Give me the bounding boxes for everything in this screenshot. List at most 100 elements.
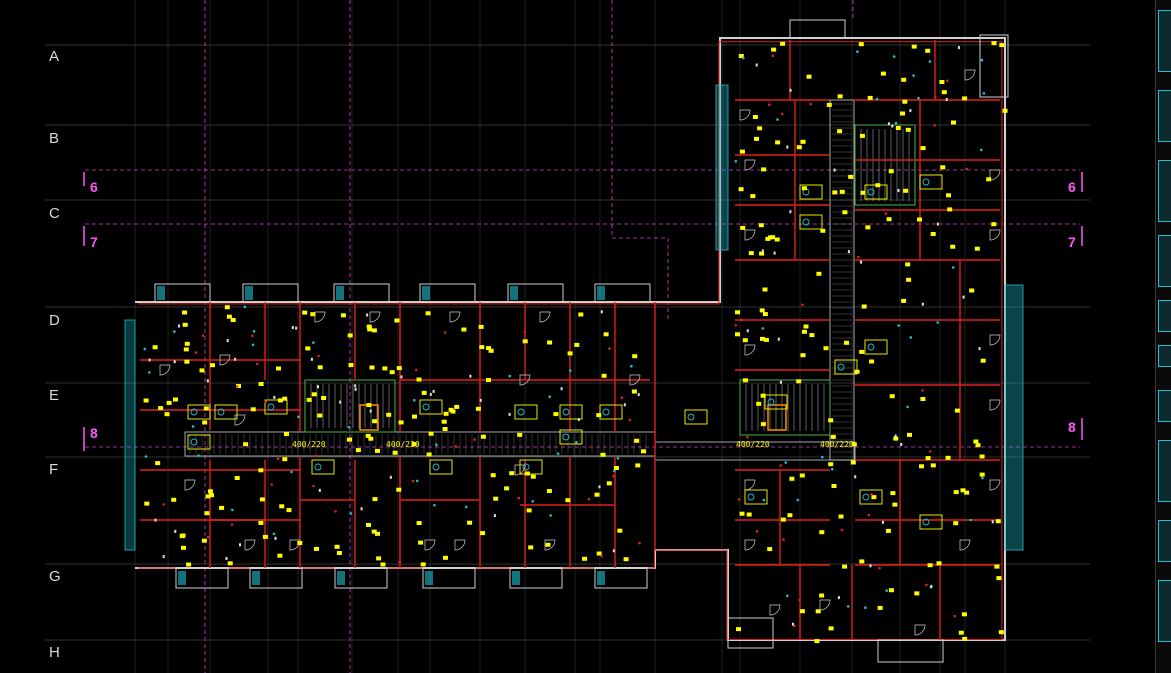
panel-tile[interactable] [1158, 345, 1171, 367]
room-label-mark [978, 347, 981, 351]
annotation-tag [762, 287, 768, 292]
fixture-toilet [802, 218, 810, 226]
door-swing [989, 399, 1001, 411]
symbol-dot [616, 457, 620, 460]
symbol-dot [884, 212, 888, 215]
symbol-dot [784, 461, 787, 464]
section-mark-6-left[interactable]: 6 [90, 179, 98, 195]
symbol-dot [980, 58, 984, 62]
annotation-tag [184, 359, 190, 364]
annotation-tag [524, 471, 530, 476]
annotation-tag [454, 404, 460, 409]
section-mark-6-right[interactable]: 6 [1068, 179, 1076, 195]
annotation-tag [826, 102, 832, 107]
annotation-tag [631, 389, 637, 394]
annotation-tag [880, 71, 886, 76]
panel-tile[interactable] [1158, 390, 1171, 422]
symbol-dot [771, 54, 775, 57]
balcony [877, 639, 944, 663]
room-label-mark [318, 488, 321, 492]
panel-tile[interactable] [1158, 10, 1171, 72]
room-label-mark [295, 326, 298, 330]
symbol-dot [945, 79, 949, 82]
panel-tile[interactable] [1158, 440, 1171, 502]
annotation-tag [875, 183, 881, 188]
room-label-mark [206, 379, 209, 383]
symbol-dot [867, 513, 871, 517]
symbol-dot [857, 255, 860, 259]
panel-tile[interactable] [1158, 580, 1171, 642]
balcony-fixture [512, 571, 520, 585]
annotation-tag [365, 433, 371, 438]
panel-tile[interactable] [1158, 90, 1171, 142]
balcony [507, 283, 564, 303]
annotation-tag [321, 396, 327, 400]
annotation-tag [426, 452, 432, 457]
room-label-mark [274, 536, 277, 540]
annotation-tag [839, 189, 845, 194]
panel-tile[interactable] [1158, 300, 1171, 332]
fixture-toilet [747, 493, 755, 501]
annotation-tag [871, 495, 877, 500]
annotation-tag [762, 312, 768, 317]
room-label-mark [369, 409, 372, 413]
annotation-tag [574, 342, 580, 347]
symbol-dot [231, 508, 234, 512]
bathroom-fixture [187, 404, 211, 420]
room-label-mark [854, 475, 857, 479]
annotation-tag [186, 562, 192, 567]
fixture-toilet [314, 463, 322, 471]
symbol-dot [235, 385, 239, 388]
annotation-tag [951, 120, 956, 125]
room-label-mark [360, 507, 363, 511]
stair-core [854, 124, 916, 206]
annotation-tag [906, 277, 912, 282]
section-mark-8-left[interactable]: 8 [90, 425, 98, 441]
symbol-dot [549, 514, 552, 517]
annotation-tag [475, 406, 481, 411]
room-label-mark [789, 210, 792, 214]
symbol-dot [798, 598, 801, 602]
symbol-dot [508, 374, 512, 378]
annotation-tag [411, 442, 417, 447]
lift-shaft [767, 404, 787, 431]
annotation-tag [171, 497, 177, 502]
section-mark-7-right[interactable]: 7 [1068, 234, 1076, 250]
panel-tile[interactable] [1158, 160, 1171, 222]
bathroom-fixture [834, 359, 858, 375]
annotation-tag [396, 487, 402, 492]
section-mark-7-left[interactable]: 7 [90, 234, 98, 250]
side-tool-panel[interactable] [1155, 0, 1171, 673]
symbol-dot [921, 389, 924, 392]
window-strip [1004, 284, 1024, 551]
bathroom-fixture [214, 404, 238, 420]
annotation-tag [974, 246, 980, 251]
annotation-tag [355, 448, 361, 453]
room-label-mark [234, 357, 237, 361]
annotation-tag [317, 365, 323, 370]
annotation-tag [478, 324, 484, 329]
panel-tile[interactable] [1158, 520, 1171, 562]
stair-core [739, 379, 831, 436]
annotation-tag [940, 165, 946, 170]
annotation-tag [739, 511, 745, 516]
annotation-tag [995, 519, 1001, 524]
door-swing [449, 311, 461, 323]
annotation-tag [441, 419, 447, 424]
annotation-tag [902, 99, 908, 104]
annotation-tag [173, 397, 178, 402]
symbol-dot [443, 331, 447, 334]
section-mark-8-right[interactable]: 8 [1068, 419, 1076, 435]
panel-tile[interactable] [1158, 235, 1171, 287]
door-swing [739, 109, 751, 121]
annotation-tag [735, 310, 740, 315]
annotation-tag [201, 538, 207, 543]
annotation-tag [258, 468, 264, 473]
annotation-tag [780, 517, 786, 522]
annotation-tag [738, 187, 744, 192]
room-label-mark [225, 557, 228, 560]
annotation-tag [144, 501, 150, 506]
annotation-tag [742, 378, 748, 383]
